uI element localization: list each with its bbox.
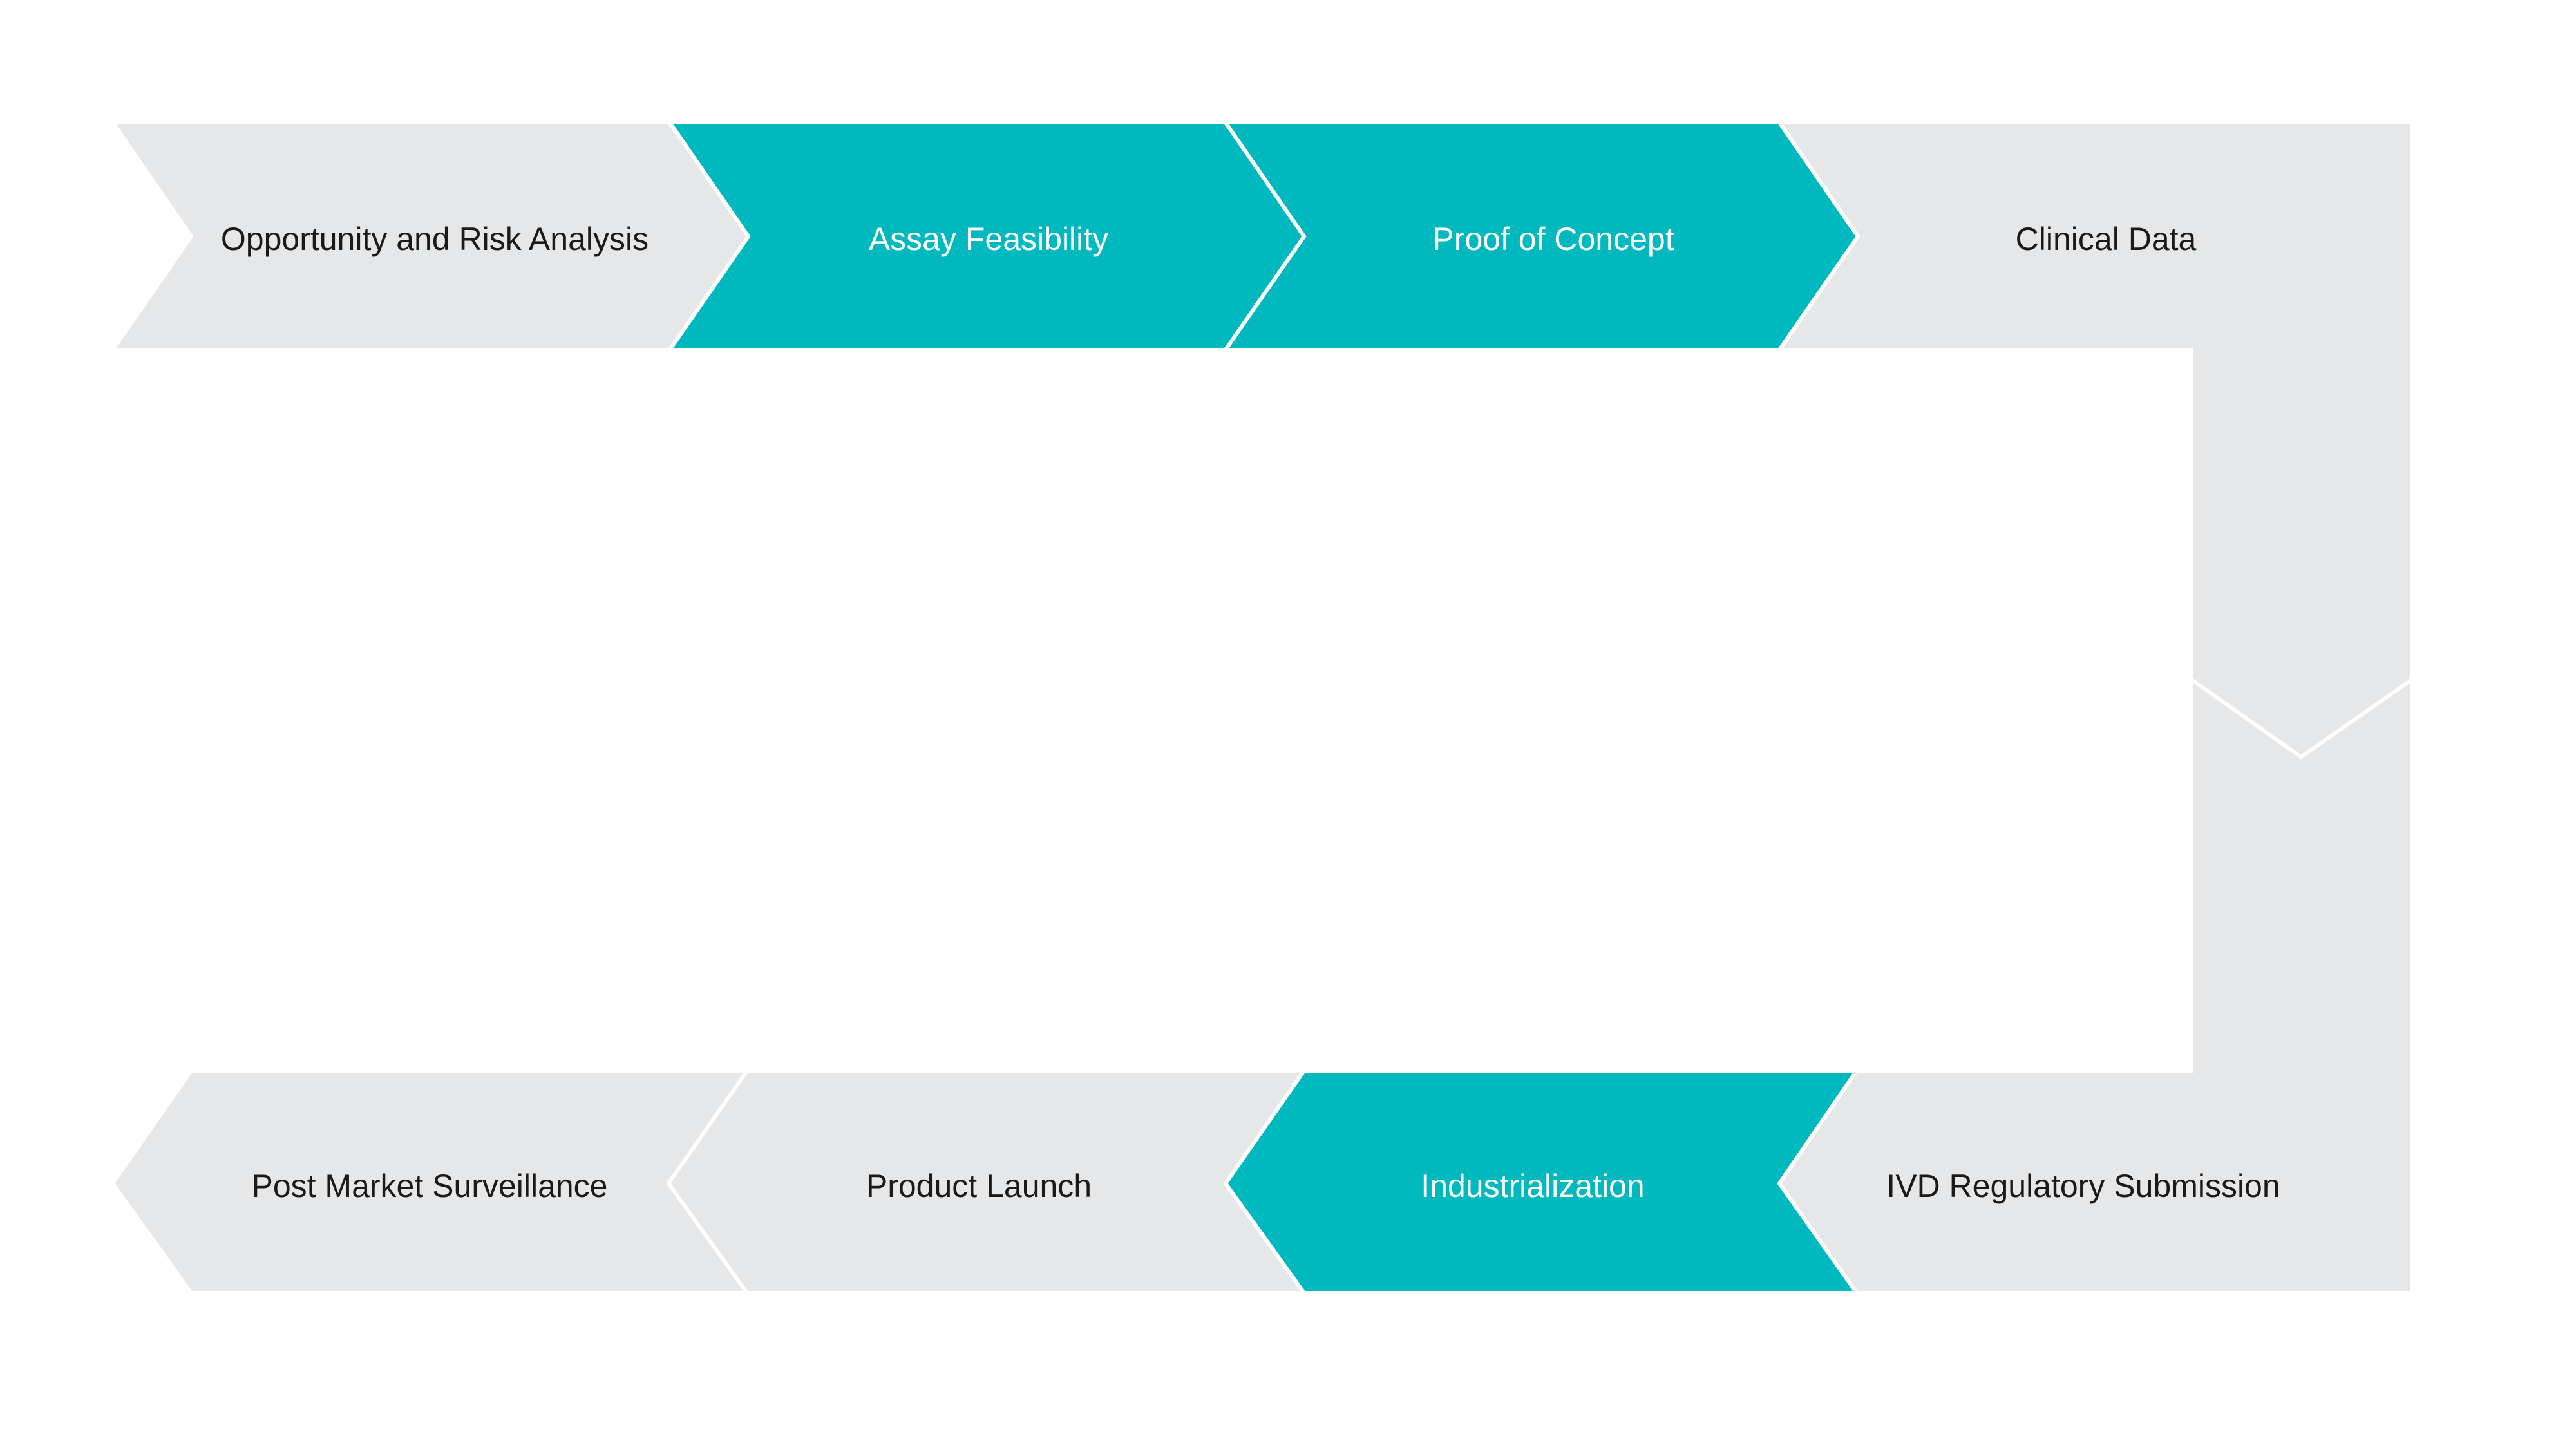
step-post-market-surveillance: Post Market Surveillance [110,1069,751,1295]
step-2-label: Assay Feasibility [869,221,1108,257]
step-ivd-regulatory-submission: IVD Regulatory Submission [1777,676,2414,1295]
step-4-label: Clinical Data [2016,221,2197,257]
step-8-chevron [110,1069,751,1295]
step-7-label: Product Launch [866,1168,1092,1204]
step-assay-feasibility: Assay Feasibility [666,120,1307,352]
step-clinical-data: Clinical Data [1776,120,2414,760]
step-opportunity-risk-analysis: Opportunity and Risk Analysis [109,120,751,352]
step-1-label: Opportunity and Risk Analysis [221,221,649,257]
step-6-label: Industrialization [1421,1168,1644,1204]
step-5-label: IVD Regulatory Submission [1886,1168,2280,1204]
step-industrialization: Industrialization [1223,1069,1861,1295]
step-proof-of-concept: Proof of Concept [1222,120,1861,352]
step-8-label: Post Market Surveillance [251,1168,607,1204]
step-product-launch: Product Launch [666,1069,1308,1295]
step-3-label: Proof of Concept [1432,221,1674,257]
step-4-corner-chevron [1776,120,2414,760]
